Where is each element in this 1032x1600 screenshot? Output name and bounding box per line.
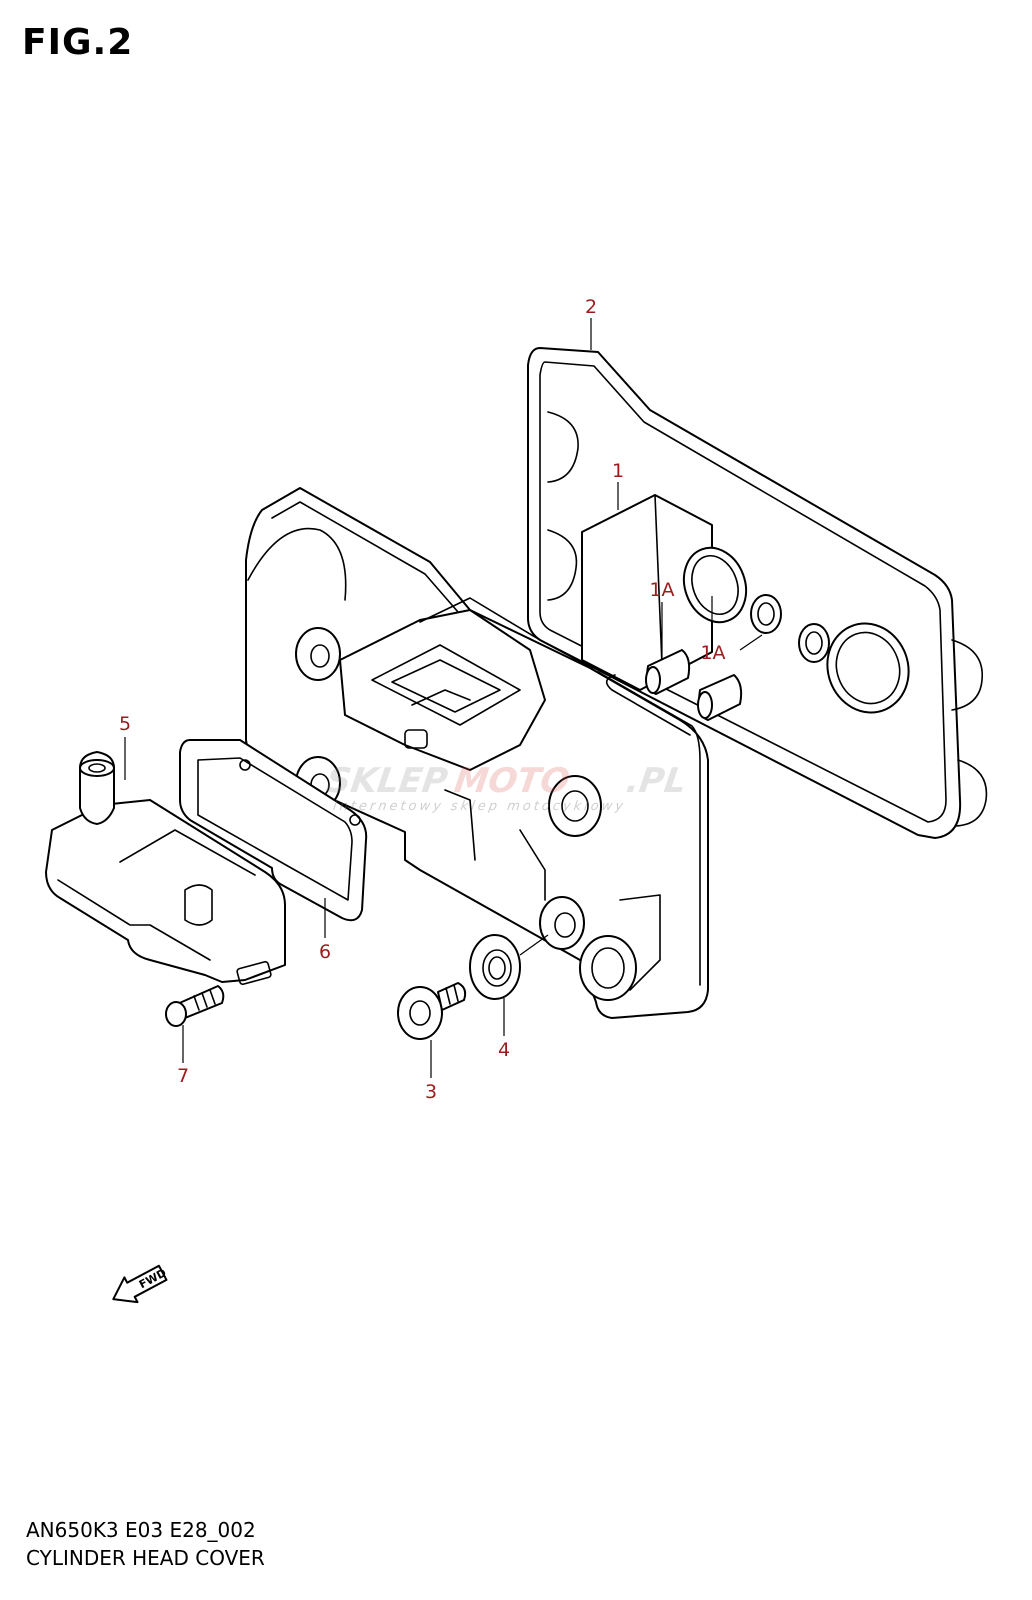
- breather-plate-part-1: [581, 494, 910, 714]
- callout-6: 6: [319, 941, 331, 963]
- fwd-arrow-icon: FWD: [112, 1264, 168, 1304]
- watermark-suffix: .PL: [624, 761, 689, 801]
- callout-3: 3: [425, 1081, 437, 1103]
- leader-lines: [124, 318, 763, 1078]
- cylinder-head-cover-housing: [245, 487, 709, 1019]
- callout-5: 5: [119, 713, 131, 735]
- callout-7: 7: [177, 1065, 189, 1087]
- dowel-pins-part-1a: [645, 649, 743, 721]
- callout-1: 1: [612, 460, 624, 482]
- watermark: SKLEP MOTO .PL internetowy sklep motocyk…: [324, 761, 689, 814]
- figure-title: FIG.2: [22, 22, 134, 63]
- callout-4: 4: [498, 1039, 510, 1061]
- watermark-left: SKLEP: [324, 761, 450, 801]
- callout-1a-lower: 1A: [700, 642, 725, 664]
- washer-part-4: [469, 934, 521, 1000]
- section-name: CYLINDER HEAD COVER: [26, 1546, 265, 1570]
- callout-labels: 2 1 1A 1A 5 6 7 3 4: [119, 296, 726, 1103]
- callout-2: 2: [585, 296, 597, 318]
- callout-1a-upper: 1A: [649, 579, 674, 601]
- breather-cover-part-5: [45, 751, 286, 985]
- watermark-tagline: internetowy sklep motocyklowy: [332, 799, 627, 814]
- breather-gasket-part-6: [179, 739, 368, 922]
- screw-part-3: [397, 982, 467, 1040]
- watermark-right: MOTO: [452, 761, 572, 801]
- bolt-part-7: [165, 985, 225, 1027]
- model-code: AN650K3 E03 E28_002: [26, 1518, 256, 1542]
